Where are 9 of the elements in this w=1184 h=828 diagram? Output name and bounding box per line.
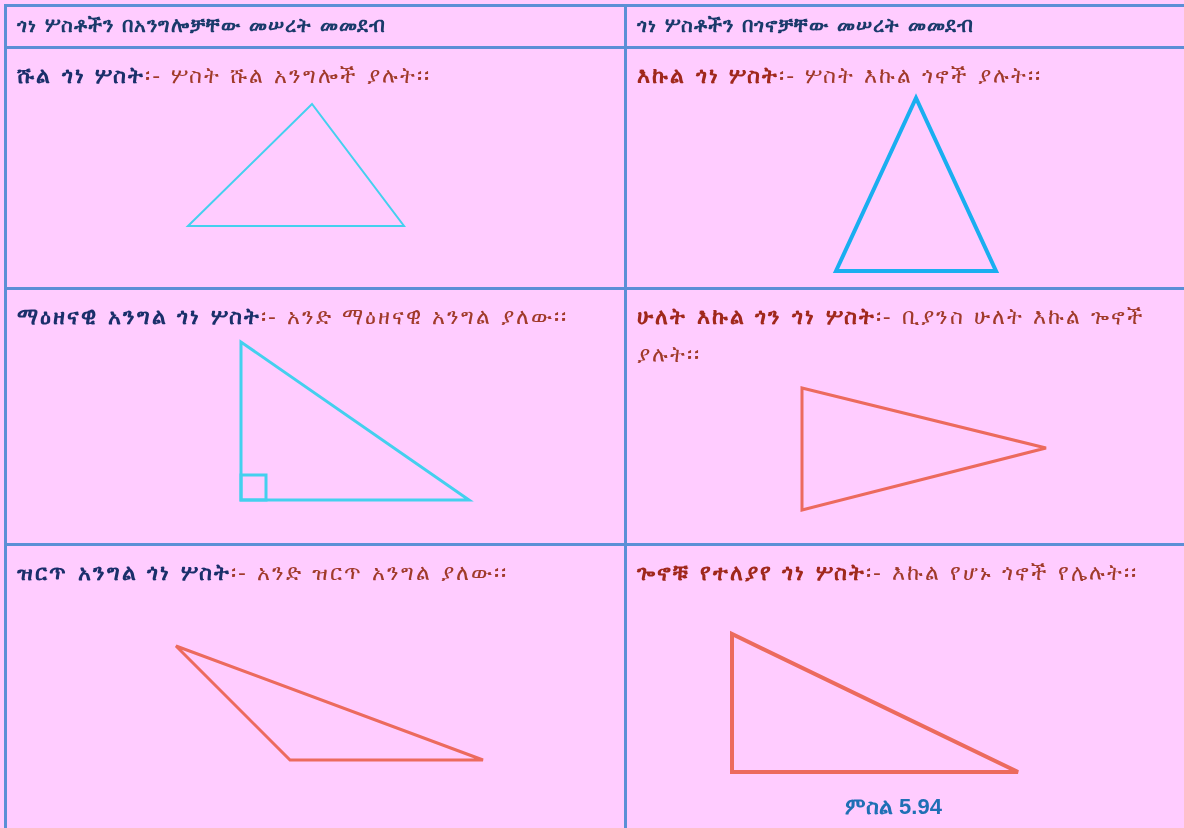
figure-caption: ምስል 5.94 bbox=[845, 794, 942, 820]
definition-text: ጐኖቹ የተለያየ ጎነ ሦስት፡- እኩል የሆኑ ጎኖች የሌሉት፡፡ bbox=[637, 559, 1139, 587]
column-header: ጎነ ሦስቶችን በጎኖቻቸው መሠረት መመደብ bbox=[637, 13, 975, 37]
definition-text: ዝርጥ አንግል ጎነ ሦስት፡- አንድ ዝርጥ አንግል ያለው፡፡ bbox=[17, 559, 509, 587]
definition-text: እኩል ጎነ ሦስት፡- ሦስት እኩል ጎኖች ያሉት፡፡ bbox=[637, 62, 1044, 90]
definition-text: ሹል ጎነ ሦስት፡- ሦስት ሹል አንግሎች ያሉት፡፡ bbox=[17, 62, 433, 90]
definition-text: ሁለት እኩል ጎን ጎነ ሦስት፡- ቢያንስ ሁለት እኩል ጐኖች ያሉት፡፡ bbox=[637, 303, 1146, 369]
definition-text: ማዕዘናዊ አንግል ጎነ ሦስት፡- አንድ ማዕዘናዊ አንግል ያለው፡፡ bbox=[17, 303, 569, 331]
column-header: ጎነ ሦስቶችን በአንግሎቻቸው መሠረት መመደብ bbox=[17, 13, 387, 37]
